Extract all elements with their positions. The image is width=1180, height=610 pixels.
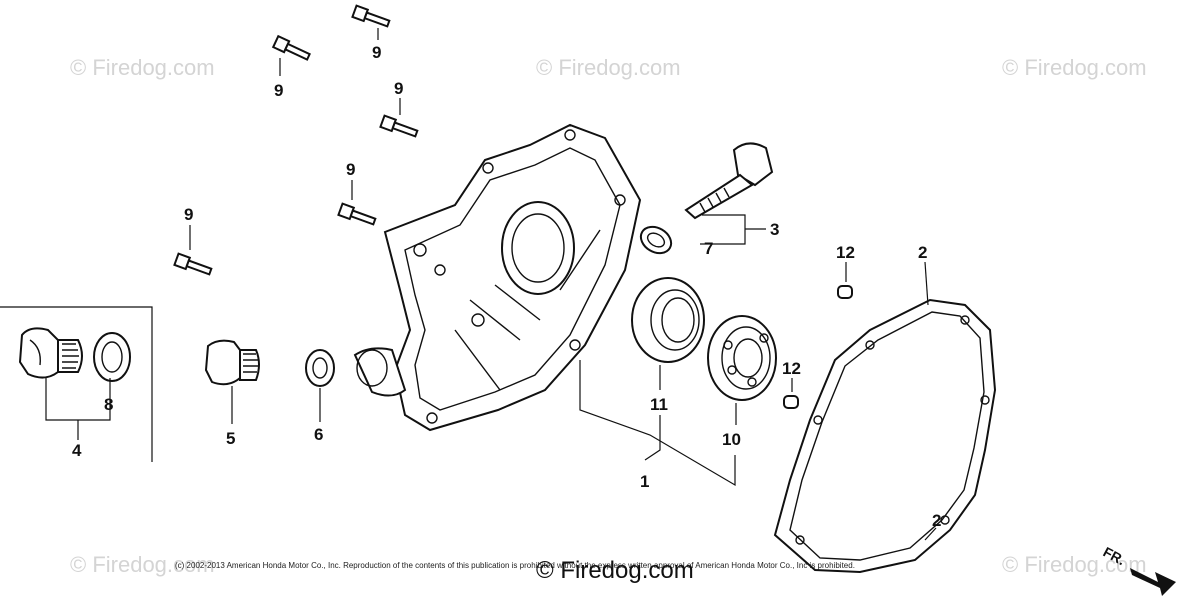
watermark-bottom-left: © Firedog.com — [70, 552, 215, 577]
gauge-o-ring — [639, 225, 673, 255]
watermark-top-center: © Firedog.com — [536, 55, 681, 80]
sealing-washer — [305, 349, 335, 387]
group-bracket — [0, 306, 153, 462]
flange-bolt-1 — [271, 34, 311, 61]
callout-6: 6 — [314, 425, 323, 444]
flange-bolt-5 — [173, 252, 213, 276]
dowel-pin-upper — [837, 285, 853, 299]
callout-9a: 9 — [274, 81, 283, 100]
callout-2a: 2 — [918, 243, 927, 262]
flange-bolt-2 — [351, 4, 391, 28]
callout-12b: 12 — [782, 359, 801, 378]
dowel-pin-lower — [783, 395, 799, 409]
drain-plug-cap — [204, 339, 260, 386]
crankcase-cover — [353, 123, 642, 432]
oil-level-gauge — [684, 142, 774, 220]
leader-2b — [924, 527, 937, 541]
callout-12a: 12 — [836, 243, 855, 262]
callout-9e: 9 — [184, 205, 193, 224]
callout-9c: 9 — [394, 79, 403, 98]
callout-9b: 9 — [372, 43, 381, 62]
callout-2b: 2 — [932, 511, 941, 530]
callout-1: 1 — [640, 472, 649, 491]
filler-cap-o-ring — [93, 332, 131, 382]
flange-bolt-4 — [337, 202, 377, 226]
radial-ball-bearing — [707, 315, 777, 401]
callout-10: 10 — [722, 430, 741, 449]
callout-7: 7 — [704, 239, 713, 258]
callout-3: 3 — [770, 220, 779, 239]
leader-2a — [924, 261, 929, 306]
callout-4: 4 — [72, 441, 82, 460]
copyright-notice: (c) 2002-2013 American Honda Motor Co., … — [175, 561, 855, 570]
watermark-bottom-right: © Firedog.com — [1002, 552, 1147, 577]
flange-bolt-3 — [379, 114, 419, 138]
oil-filler-cap — [18, 327, 83, 379]
watermark-center-main: © Firedog.com — [536, 557, 694, 584]
callout-9d: 9 — [346, 160, 355, 179]
case-cover-gasket — [773, 298, 997, 574]
callout-11: 11 — [650, 395, 668, 414]
oil-seal — [631, 277, 705, 363]
watermark-top-right: © Firedog.com — [1002, 55, 1147, 80]
leader-1-left — [644, 415, 661, 461]
watermark-top-left: © Firedog.com — [70, 55, 215, 80]
leader-4-8 — [45, 378, 111, 421]
callout-8: 8 — [104, 395, 113, 414]
leader-1-right — [579, 360, 736, 487]
callout-5: 5 — [226, 429, 235, 448]
